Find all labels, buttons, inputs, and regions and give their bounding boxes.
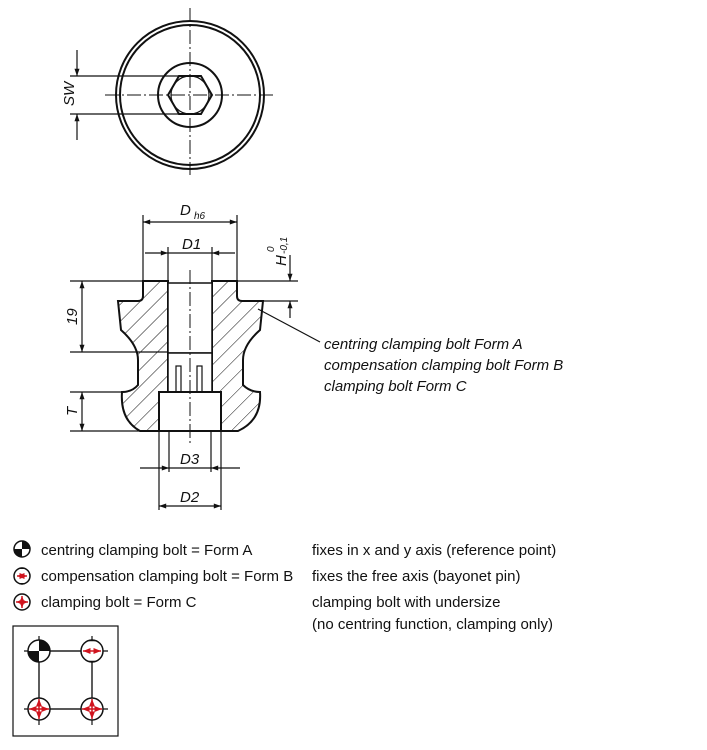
form-b-symbol-icon xyxy=(13,567,31,585)
bolt-layout-example xyxy=(12,625,119,737)
legend-form-b-description: fixes the free axis (bayonet pin) xyxy=(312,568,520,585)
dim-h-upper-tolerance: 0 xyxy=(266,246,277,252)
callout-form-a: centring clamping bolt Form A xyxy=(324,336,523,353)
form-c-position-icon xyxy=(27,697,51,721)
callout-leader xyxy=(257,308,321,343)
dim-d-label: D xyxy=(180,202,191,219)
callout-form-b: compensation clamping bolt Form B xyxy=(324,357,563,374)
dim-sw-label: SW xyxy=(61,80,78,106)
dim-t-label: T xyxy=(64,405,81,416)
dim-19-label: 19 xyxy=(64,308,81,325)
dim-d2-label: D2 xyxy=(180,489,200,506)
dim-d3-label: D3 xyxy=(180,451,200,468)
top-view: SW xyxy=(61,8,275,175)
legend-form-a-description: fixes in x and y axis (reference point) xyxy=(312,542,556,559)
form-b-position-icon xyxy=(80,639,104,663)
legend: centring clamping bolt = Form A compensa… xyxy=(13,540,556,633)
dim-h-label: H xyxy=(273,255,290,266)
legend-form-c-description: clamping bolt with undersize xyxy=(312,594,500,611)
form-a-symbol-icon xyxy=(13,540,31,558)
section-view: D h6 D1 H 0 -0,1 19 T D3 D2 centring cla… xyxy=(64,202,563,510)
form-a-position-icon xyxy=(27,639,51,663)
dim-d1-label: D1 xyxy=(182,236,201,253)
legend-form-c-label: clamping bolt = Form C xyxy=(41,594,197,611)
dim-h-lower-tolerance: -0,1 xyxy=(279,237,290,254)
callout-form-c: clamping bolt Form C xyxy=(324,378,467,395)
part-section-right xyxy=(211,280,265,432)
legend-form-c-description-2: (no centring function, clamping only) xyxy=(312,616,553,633)
dim-d-tolerance: h6 xyxy=(194,211,206,222)
form-c-position-icon xyxy=(80,697,104,721)
part-section-left xyxy=(116,280,169,432)
legend-form-b-label: compensation clamping bolt = Form B xyxy=(41,568,293,585)
form-c-symbol-icon xyxy=(13,593,31,611)
legend-form-a-label: centring clamping bolt = Form A xyxy=(41,542,252,559)
